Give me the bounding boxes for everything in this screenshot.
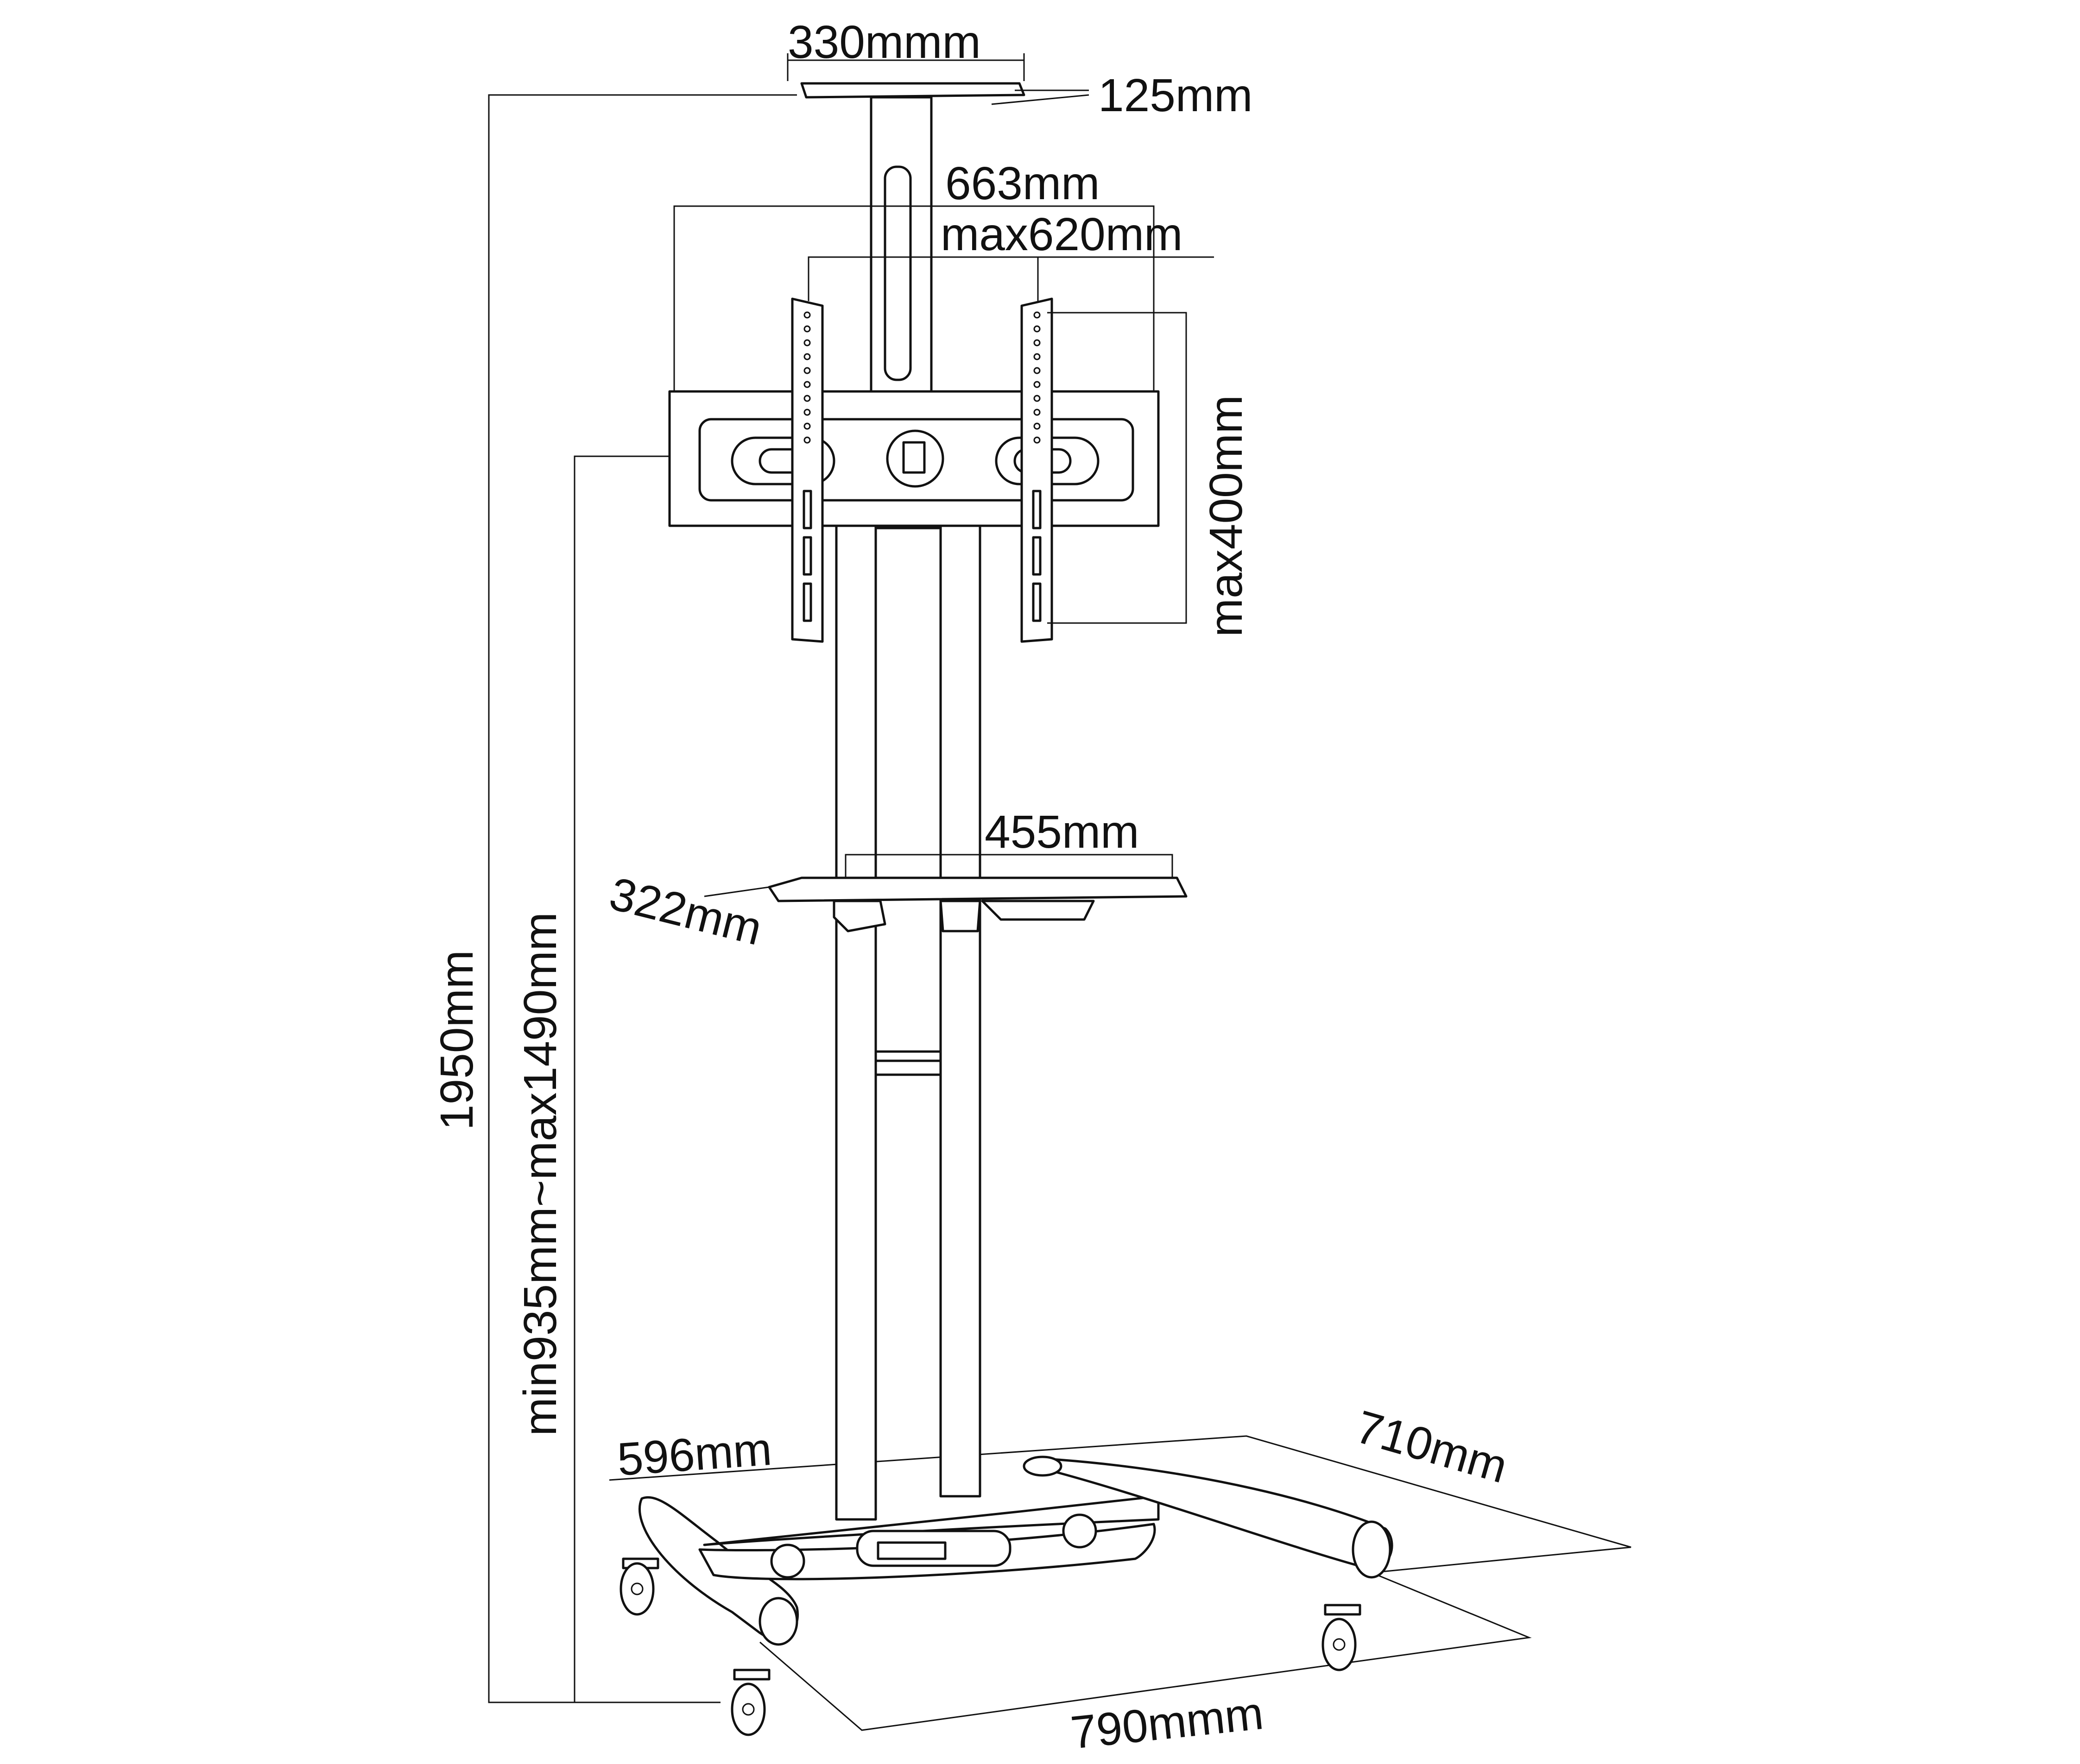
- label-bracket-width: 663mm: [945, 158, 1100, 209]
- label-vesa-max-width: max620mm: [941, 208, 1182, 260]
- vesa-arm-right: [1020, 297, 1053, 643]
- label-top-plate-depth: 125mm: [1098, 69, 1252, 121]
- caster-rear-right: [1321, 1604, 1361, 1671]
- upper-column: [870, 96, 933, 395]
- base-footprint: [609, 1435, 1631, 1731]
- mount-crossbar: [668, 390, 1160, 527]
- main-poles: [835, 499, 981, 1521]
- label-vesa-max-height: max400mm: [1200, 395, 1252, 637]
- vesa-arm-left: [791, 297, 824, 643]
- label-mount-height-range: min935mm~max1490mm: [514, 912, 566, 1436]
- shelf: [704, 854, 1188, 932]
- base-frame: [639, 1455, 1393, 1646]
- caster-front-right: [731, 1669, 771, 1736]
- label-total-height: 1950mm: [431, 950, 483, 1130]
- bracket-dimension-lines: [673, 205, 1214, 624]
- label-shelf-width: 455mm: [985, 806, 1139, 858]
- caster-front-left: [620, 1557, 659, 1616]
- height-dimension-lines: [488, 94, 797, 1703]
- label-base-depth: 710mm: [1350, 1400, 1513, 1493]
- label-shelf-depth: 322mm: [605, 868, 767, 955]
- top-plate: [787, 53, 1089, 105]
- label-top-plate-width: 330mmm: [788, 16, 981, 68]
- label-base-width: 596mm: [616, 1423, 773, 1486]
